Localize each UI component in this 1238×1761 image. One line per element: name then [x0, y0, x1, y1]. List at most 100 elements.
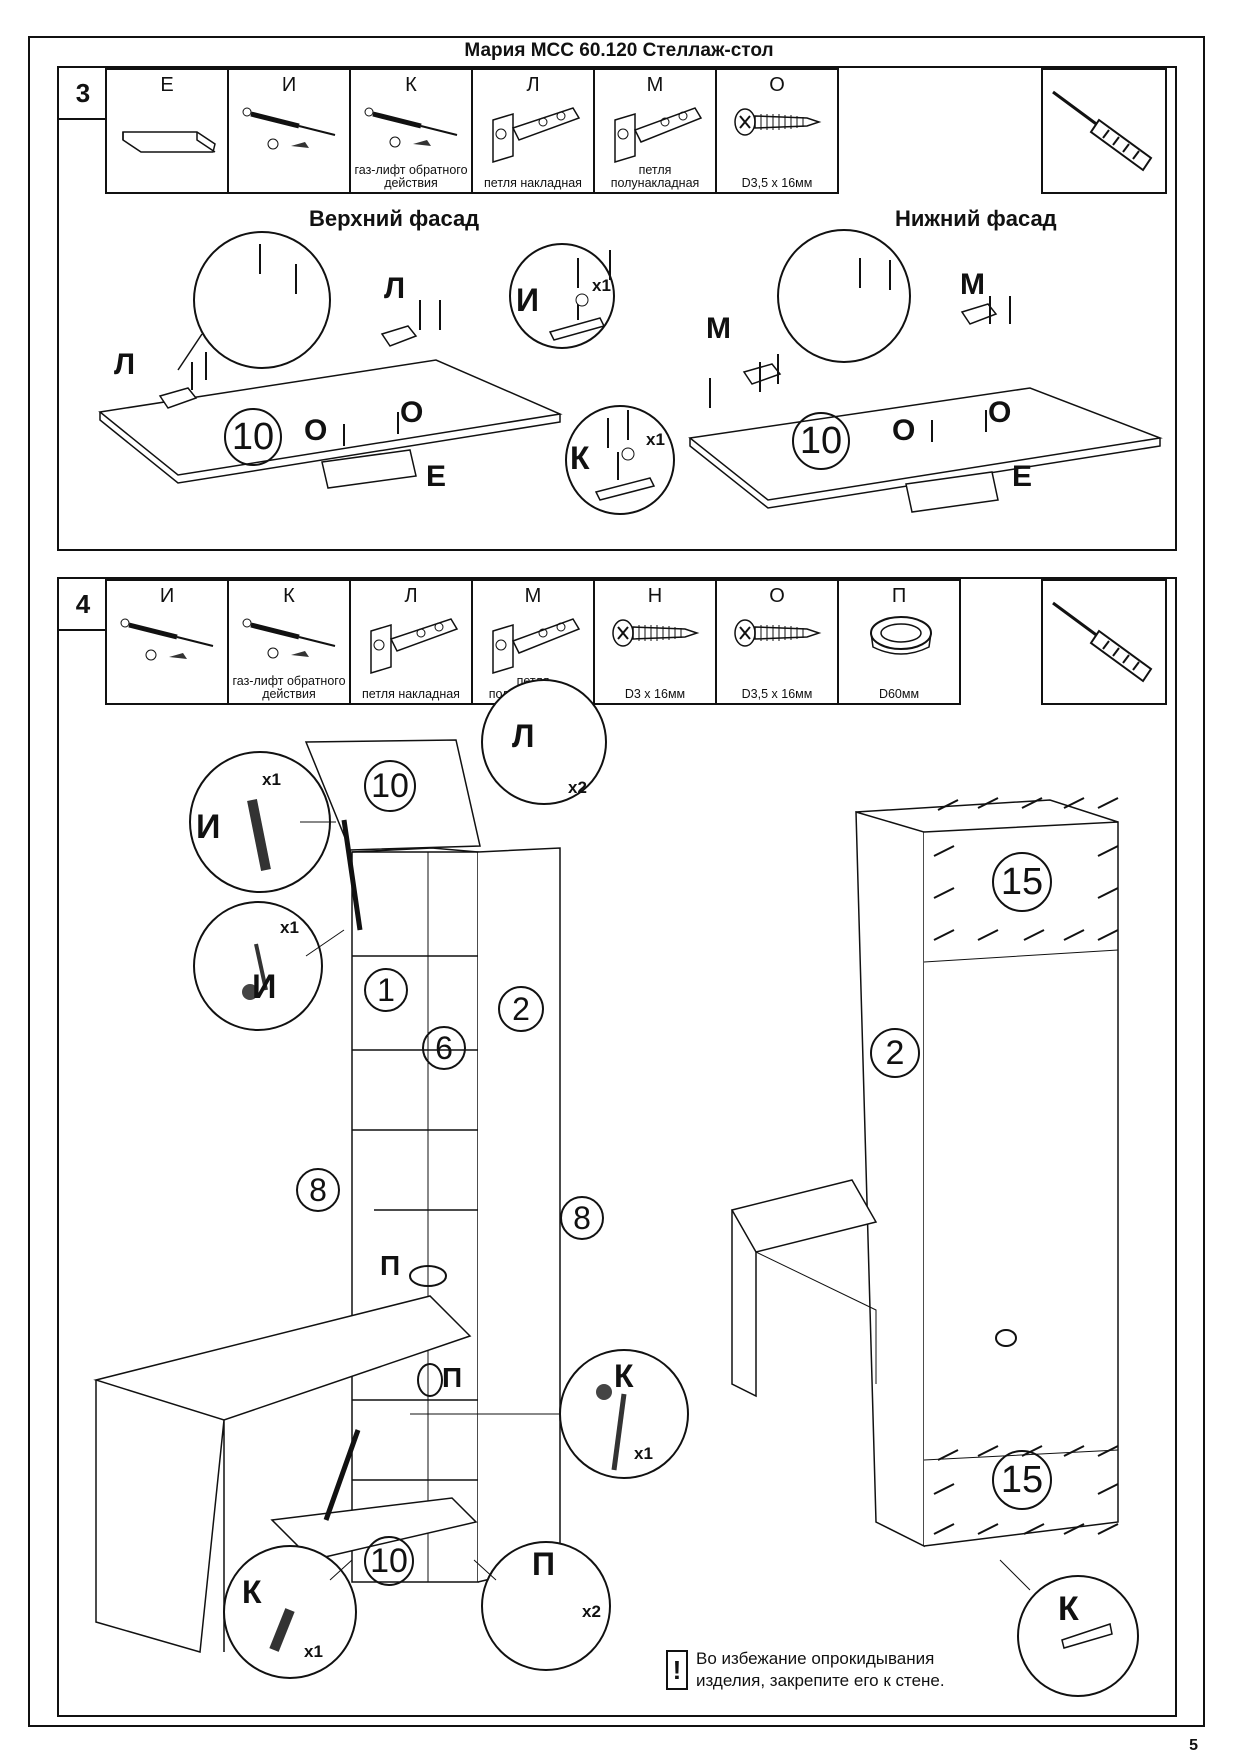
panel-number-10-lower: 10	[792, 412, 850, 470]
label-e-lower: Е	[1012, 460, 1033, 493]
tool-cell	[1041, 579, 1167, 705]
part-letter: К	[283, 585, 295, 607]
half-overlay-hinge-icon	[492, 618, 581, 675]
label-x2-l: х2	[568, 778, 587, 797]
part-cell-l: Л петля накладная	[471, 68, 595, 194]
label-p-detail: П	[532, 1546, 555, 1582]
label-k-detail-right: К	[614, 1358, 634, 1394]
upper-facade-heading: Верхний фасад	[309, 206, 480, 231]
label-l-upper-right: Л	[384, 272, 406, 305]
label-m-right: М	[960, 268, 985, 301]
step-3-panel: 3 Е И К	[57, 66, 1177, 551]
part-letter: П	[891, 585, 907, 607]
part-cell-o: О D3,5 х 16мм	[715, 579, 839, 705]
step-3-parts-row: Е И К	[105, 68, 839, 194]
screw-icon	[734, 108, 822, 136]
part-cell-i: И	[227, 68, 351, 194]
warning-icon: !	[666, 1650, 688, 1690]
label-x1-i-1: х1	[262, 770, 281, 789]
panel-number-2-rear: 2	[870, 1028, 920, 1078]
label-k-detail-left: К	[242, 1574, 262, 1610]
label-k: К	[570, 440, 590, 476]
handle-profile-icon	[122, 131, 216, 153]
step-number: 3	[59, 68, 109, 120]
part-letter: Н	[647, 585, 663, 607]
label-l-detail: Л	[512, 718, 535, 754]
part-cell-o: О D3,5 х 16мм	[715, 68, 839, 194]
part-letter: И	[281, 74, 297, 96]
label-m-left: М	[706, 312, 731, 345]
label-x1-k: х1	[646, 430, 665, 449]
panel-number-2-front: 2	[498, 986, 544, 1032]
label-x1-k-right: х1	[634, 1444, 653, 1463]
part-cell-l: Л петля накладная	[349, 579, 473, 705]
label-k-rear: К	[1058, 1590, 1079, 1628]
tool-cell	[1041, 68, 1167, 194]
part-letter: О	[769, 585, 785, 607]
part-caption: D60мм	[878, 687, 920, 701]
warning-line-1: Во избежание опрокидывания	[696, 1649, 935, 1668]
panel-number-10-top: 10	[364, 760, 416, 812]
part-letter: К	[405, 74, 417, 96]
step-4-parts-row: И К газ-лифт обратного д	[105, 579, 961, 705]
cable-grommet-icon	[870, 616, 932, 655]
page-number: 5	[1189, 1737, 1198, 1754]
part-caption: петля полунакладная	[610, 163, 700, 190]
panel-number-6: 6	[422, 1026, 466, 1070]
label-o-upper-1: О	[304, 414, 328, 447]
label-x1-i-2: х1	[280, 918, 299, 937]
panel-number-8-right: 8	[560, 1196, 604, 1240]
part-letter: И	[159, 585, 175, 607]
part-caption: D3,5 х 16мм	[741, 687, 813, 701]
part-letter: М	[646, 74, 664, 96]
part-letter: Л	[404, 585, 418, 607]
part-letter: Е	[160, 74, 174, 96]
label-x2-p: х2	[582, 1602, 601, 1621]
label-o-upper-2: О	[400, 396, 424, 429]
step-4-panel: 4 И К	[57, 577, 1177, 1717]
label-i-detail-2: И	[252, 968, 277, 1006]
overlay-hinge-icon	[492, 107, 581, 164]
warning-text: Во избежание опрокидывания изделия, закр…	[696, 1648, 945, 1692]
panel-number-15-top: 15	[992, 852, 1052, 912]
screwdriver-icon	[1052, 90, 1153, 172]
page-frame	[28, 36, 1205, 1727]
label-e-upper: Е	[426, 460, 447, 493]
screwdriver-icon	[1052, 601, 1153, 683]
part-caption: петля накладная	[484, 176, 582, 190]
panel-number-8-left: 8	[296, 1168, 340, 1212]
label-i: И	[516, 282, 539, 318]
label-x1-k-left: х1	[304, 1642, 323, 1661]
part-caption: газ-лифт обратного действия	[354, 163, 468, 190]
part-cell-p: П D60мм	[837, 579, 961, 705]
part-caption: газ-лифт обратного действия	[232, 674, 346, 701]
part-cell-n: Н D3 х 16мм	[593, 579, 717, 705]
document-title: Мария МСС 60.120 Стеллаж-стол	[464, 40, 774, 61]
part-letter: О	[769, 74, 785, 96]
lower-facade-heading: Нижний фасад	[895, 206, 1057, 231]
part-caption: петля накладная	[362, 687, 460, 701]
part-caption: D3 х 16мм	[624, 687, 686, 701]
label-p-desk: П	[442, 1362, 463, 1393]
label-o-lower-1: О	[892, 414, 916, 447]
reverse-gas-lift-icon	[364, 107, 458, 148]
gas-lift-icon	[242, 107, 336, 150]
panel-number-1: 1	[364, 968, 408, 1012]
gas-lift-icon	[120, 618, 214, 661]
label-o-lower-2: О	[988, 396, 1012, 429]
label-l-upper-left: Л	[114, 348, 136, 381]
screw-icon	[734, 619, 822, 647]
part-cell-m: М петля полунакладная	[593, 68, 717, 194]
part-caption: D3,5 х 16мм	[741, 176, 813, 190]
wall-fix-warning: ! Во избежание опрокидывания изделия, за…	[666, 1648, 945, 1692]
reverse-gas-lift-icon	[242, 618, 336, 659]
part-letter: Л	[526, 74, 540, 96]
step-number: 4	[59, 579, 109, 631]
label-p-top: П	[380, 1250, 401, 1281]
part-cell-k: К газ-лифт обратного действия	[349, 68, 473, 194]
panel-number-10-bottom: 10	[364, 1536, 414, 1586]
warning-line-2: изделия, закрепите его к стене.	[696, 1671, 945, 1690]
